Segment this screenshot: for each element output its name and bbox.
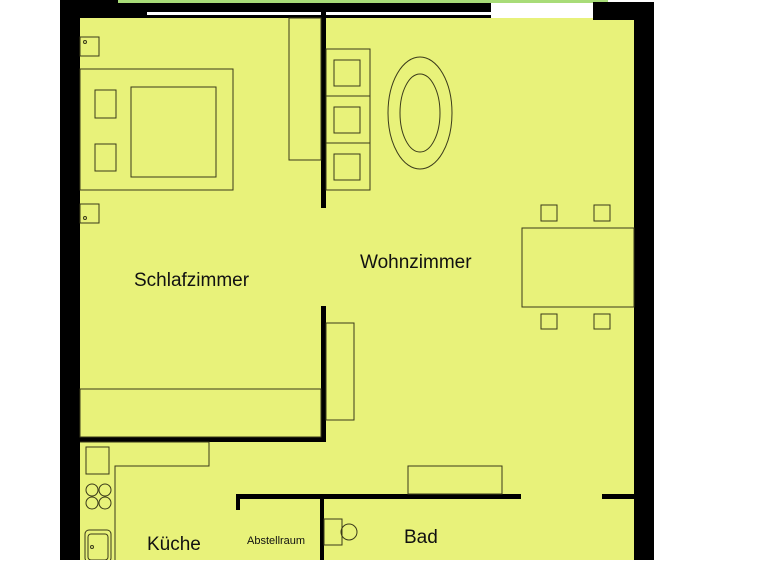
toilet bbox=[340, 523, 358, 541]
nightstand-top bbox=[94, 89, 117, 119]
sofa bbox=[325, 48, 371, 191]
bath-furniture bbox=[323, 518, 358, 546]
room-label-abstellraum: Abstellraum bbox=[247, 535, 306, 547]
side-cabinet bbox=[325, 322, 355, 421]
room-label-wohnzimmer: Wohnzimmer bbox=[360, 252, 472, 273]
balcony-strip bbox=[118, 0, 608, 3]
room-label-bad: Bad bbox=[404, 527, 438, 548]
window-top bbox=[147, 12, 491, 15]
bed-frame bbox=[79, 68, 234, 191]
mattress bbox=[130, 86, 217, 178]
wardrobe bbox=[79, 388, 322, 438]
bedroom-furniture bbox=[79, 17, 322, 438]
floor-area bbox=[80, 18, 634, 560]
nightstand-bottom bbox=[94, 143, 117, 172]
cabinet-top bbox=[288, 17, 322, 161]
socket-top bbox=[79, 36, 100, 57]
washbasin bbox=[323, 518, 343, 546]
chair-2 bbox=[593, 204, 611, 222]
room-label-schlafzimmer: Schlafzimmer bbox=[134, 270, 250, 291]
coffee-table-outer bbox=[387, 56, 453, 170]
fridge bbox=[85, 446, 110, 475]
kitchen-furniture bbox=[80, 441, 210, 563]
chair-4 bbox=[593, 313, 611, 330]
dining-table bbox=[521, 227, 635, 308]
interior-walls bbox=[80, 12, 634, 560]
room-label-kueche: Küche bbox=[147, 534, 201, 555]
counter bbox=[80, 441, 210, 560]
socket-bottom bbox=[79, 203, 100, 224]
living-furniture bbox=[325, 48, 635, 495]
chair-3 bbox=[540, 313, 558, 330]
chair-1 bbox=[540, 204, 558, 222]
sideboard bbox=[407, 465, 503, 495]
coffee-table-inner bbox=[399, 73, 441, 153]
